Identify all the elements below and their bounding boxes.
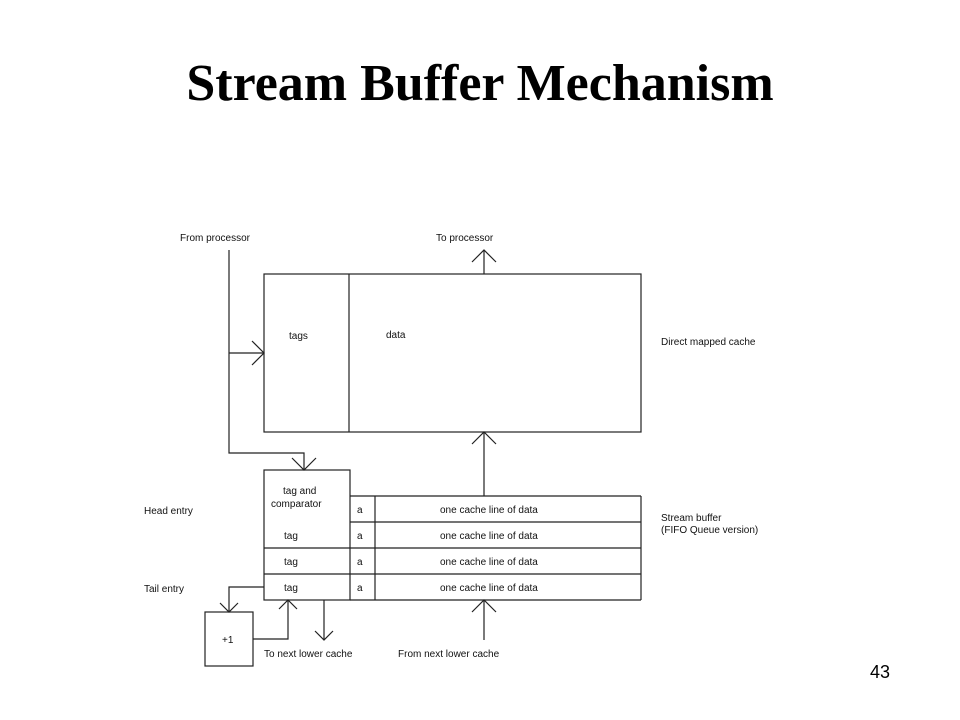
stream-buffer-label: (FIFO Queue version) (661, 525, 758, 536)
buffer-to-cache-arrowhead (471, 431, 497, 445)
from-processor-line (228, 250, 305, 470)
slide-title: Stream Buffer Mechanism (186, 55, 774, 112)
incrementer-label: +1 (222, 635, 234, 646)
row-a-flag: a (357, 505, 363, 516)
tag-comparator-label: comparator (271, 499, 322, 510)
tag-comparator-box (263, 469, 351, 601)
row-data: one cache line of data (440, 531, 538, 542)
to-next-lower-cache-label: To next lower cache (264, 649, 353, 660)
to-processor-arrowhead (471, 249, 497, 263)
from-next-lower-cache-label: From next lower cache (398, 649, 500, 660)
row-tag: tag (284, 531, 298, 542)
tail-entry-label: Tail entry (144, 584, 184, 595)
row-data: one cache line of data (440, 583, 538, 594)
stream-buffer-label: Stream buffer (661, 513, 722, 524)
incrementer-output-line (253, 600, 289, 640)
head-entry-label: Head entry (144, 506, 193, 517)
row-tag: tag (284, 583, 298, 594)
row-a-flag: a (357, 557, 363, 568)
to-next-lower-cache-arrowhead (314, 630, 334, 641)
data-label: data (386, 330, 406, 341)
page-number: 43 (870, 662, 891, 682)
incrementer-output-arrowhead (278, 599, 298, 610)
to-processor-label: To processor (436, 233, 494, 244)
tag-comparator-label: tag and (283, 486, 316, 497)
direct-mapped-cache-label: Direct mapped cache (661, 337, 756, 348)
row-tag: tag (284, 557, 298, 568)
from-next-lower-cache-arrowhead (471, 599, 497, 613)
row-a-flag: a (357, 531, 363, 542)
row-data: one cache line of data (440, 557, 538, 568)
row-data: one cache line of data (440, 505, 538, 516)
row-a-flag: a (357, 583, 363, 594)
cache-input-arrowhead (251, 340, 265, 366)
cache-box (263, 273, 642, 433)
tags-label: tags (289, 331, 308, 342)
from-processor-label: From processor (180, 233, 251, 244)
tail-to-incrementer-line (228, 586, 264, 612)
